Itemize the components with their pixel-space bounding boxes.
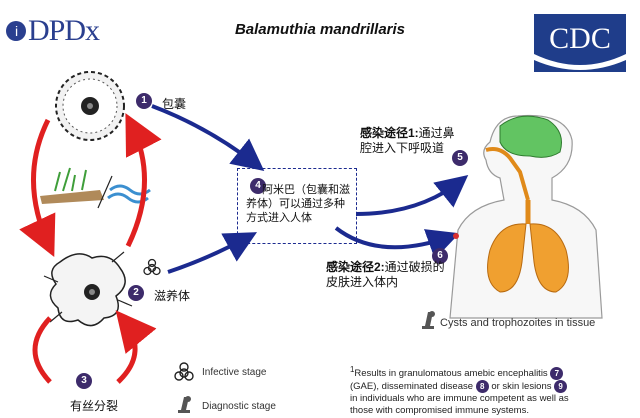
stage-number-9: 9 — [554, 380, 568, 394]
trophozoite-illustration — [43, 251, 133, 327]
route-1-title: 感染途径1: — [360, 126, 419, 140]
results-line-5: those with compromised immune systems. — [350, 405, 529, 417]
results-line-1: Results in granulomatous amebic encephal… — [354, 368, 548, 380]
diagnostic-microscope-icon — [178, 396, 191, 413]
navy-arrows — [151, 104, 469, 274]
cyst-illustration — [55, 71, 125, 141]
stage-number-6: 6 — [432, 248, 448, 264]
info-icon: i — [6, 21, 26, 41]
biohazard-icon — [174, 362, 194, 381]
entry-box — [237, 168, 357, 244]
results-line-4: in individuals who are immune competent … — [350, 393, 569, 405]
stage-label-cyst: 包囊 — [162, 97, 187, 111]
results-line-2: (GAE), disseminated disease — [350, 381, 474, 393]
stage-number-4: 4 — [250, 178, 266, 194]
route-1-description: 通过鼻腔进入下呼吸道 — [360, 126, 455, 155]
human-figure-illustration — [449, 114, 603, 319]
stage-label-mitosis: 有丝分裂 — [70, 399, 119, 413]
results-line-3: or skin lesions — [491, 381, 552, 393]
stage-label-trophozoite: 滋养体 — [154, 289, 191, 303]
footnote-marker: 1 — [350, 365, 355, 374]
stage-number-5: 5 — [452, 150, 468, 166]
microscope-icon — [422, 311, 435, 329]
stage-number-2: 2 — [128, 285, 144, 301]
soil-water-illustration — [40, 167, 151, 209]
cdc-logo-text: CDC — [549, 22, 611, 55]
page-title: Balamuthia mandrillaris — [234, 21, 406, 38]
route-2-title: 感染途径2: — [326, 260, 385, 274]
entry-box-text: 阿米巴（包囊和滋养体）可以通过多种方式进入人体 — [246, 184, 350, 224]
stage-number-3: 3 — [76, 373, 92, 389]
stage-number-8: 8 — [475, 380, 489, 394]
route-1-text: 感染途径1:通过鼻腔进入下呼吸道 — [360, 126, 460, 156]
cdc-logo: CDC — [534, 14, 626, 72]
results-footnote: 1Results in granulomatous amebic encepha… — [350, 364, 590, 417]
stage-number-7: 7 — [550, 367, 564, 381]
route-2-text: 感染途径2:通过破损的皮肤进入体内 — [326, 260, 452, 290]
biohazard-icon-stage2 — [143, 258, 161, 276]
red-cycle-arrows — [19, 113, 162, 384]
legend-diagnostic-stage: Diagnostic stage — [202, 401, 276, 412]
dpdx-logo-text: DPDx — [28, 14, 100, 47]
stage-number-1: 1 — [136, 93, 152, 109]
route-2-description: 通过破损的皮肤进入体内 — [326, 260, 445, 289]
legend-infective-stage: Infective stage — [202, 367, 267, 378]
tissue-label: Cysts and trophozoites in tissue — [440, 317, 596, 329]
